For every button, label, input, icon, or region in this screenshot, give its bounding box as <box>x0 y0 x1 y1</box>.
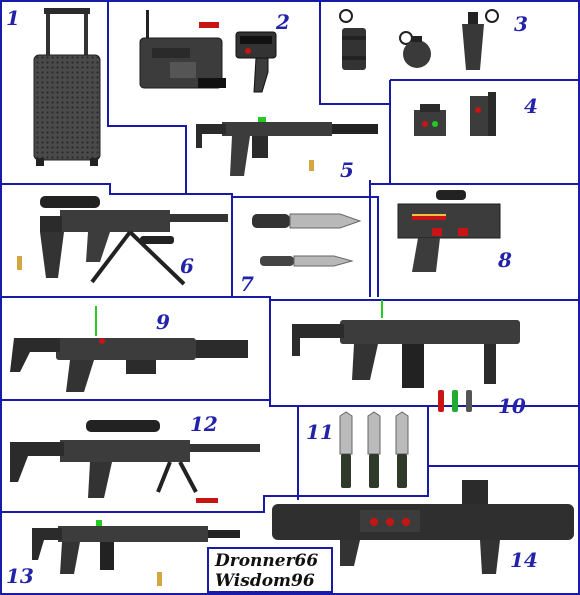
sniper-rifle-bipod-icon <box>17 196 228 286</box>
grenade-launcher-icon <box>10 306 248 392</box>
compact-carbine-icon <box>292 300 520 412</box>
combat-knife-icon <box>252 213 362 267</box>
panel-number-14: 14 <box>510 548 538 572</box>
credits-box: Dronner66 Wisdom96 <box>207 547 333 593</box>
panel-number-5: 5 <box>340 158 354 182</box>
panel-number-7: 7 <box>240 272 254 296</box>
panel-number-12: 12 <box>190 412 218 436</box>
rocket-launcher-icon <box>272 480 574 574</box>
panel-number-4: 4 <box>524 94 538 118</box>
radio-device-icon <box>139 10 277 93</box>
credit-author-2: Wisdom96 <box>215 571 315 591</box>
knife-set-icon <box>339 411 409 488</box>
panel-number-10: 10 <box>498 394 526 418</box>
pistol-frame-icon <box>397 190 501 272</box>
panel-number-6: 6 <box>180 254 194 278</box>
laser-sights-icon <box>414 92 496 136</box>
panel-number-1: 1 <box>6 6 20 30</box>
grenade-set-icon <box>339 9 499 70</box>
carbine-icon <box>32 520 240 586</box>
panel-number-2: 2 <box>276 10 290 34</box>
panel-number-13: 13 <box>6 564 34 588</box>
panel-number-3: 3 <box>514 12 528 36</box>
panel-number-8: 8 <box>498 248 512 272</box>
credit-author-1: Dronner66 <box>215 551 319 571</box>
marksman-rifle-icon <box>10 420 260 503</box>
panel-number-11: 11 <box>306 420 334 444</box>
wheeled-case-icon <box>33 8 101 166</box>
submachine-gun-icon <box>196 117 378 176</box>
panel-number-9: 9 <box>156 310 170 334</box>
